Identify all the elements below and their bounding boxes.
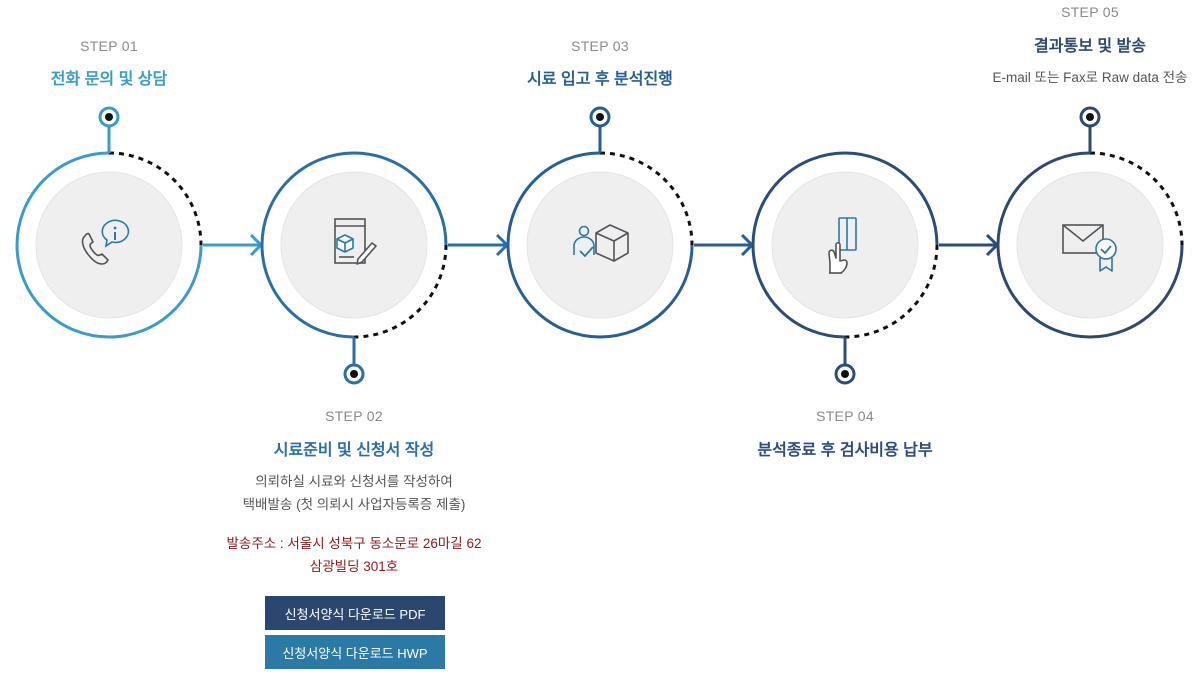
download-form-pdf-button[interactable]: 신청서양식 다운로드 PDF <box>265 596 445 630</box>
step-4-label: STEP 04 <box>816 408 874 424</box>
person-package-icon <box>573 224 629 262</box>
step-2-desc-line-2: 택배발송 (첫 의뢰시 사업자등록증 제출) <box>242 497 466 512</box>
step-5-marker-dot <box>1086 113 1094 121</box>
shipping-address-line-2: 삼광빌딩 301호 <box>309 559 399 574</box>
step-4-marker-dot <box>841 370 849 378</box>
step-1-title: 전화 문의 및 상담 <box>50 71 168 88</box>
step-3-to-4-arrow <box>694 233 755 257</box>
step-5-circle <box>996 106 1184 339</box>
step-4-circle <box>751 151 939 385</box>
step-1-marker-dot <box>105 113 113 121</box>
step-5-desc: E-mail 또는 Fax로 Raw data 전송 <box>992 70 1188 85</box>
step-3-circle <box>506 106 694 339</box>
step-2-title: 시료준비 및 신청서 작성 <box>273 442 435 459</box>
step-1-label: STEP 01 <box>80 38 138 54</box>
shipping-address-line-1: 발송주소 : 서울시 성북구 동소문로 26마길 62 <box>226 536 482 551</box>
step-2-desc-line-1: 의뢰하실 시료와 신청서를 작성하여 <box>255 474 453 489</box>
step-3-inner-disc <box>526 171 674 319</box>
step-4-ring <box>751 151 939 339</box>
hand-card-icon <box>828 217 857 274</box>
step-1-circle <box>15 106 203 339</box>
step-3-title: 시료 입고 후 분석진행 <box>527 71 673 88</box>
step-4-title: 분석종료 후 검사비용 납부 <box>757 442 933 459</box>
step-5-label: STEP 05 <box>1061 4 1119 20</box>
step-3-label: STEP 03 <box>571 38 629 54</box>
step-3-dashed-arc <box>599 151 694 246</box>
mail-certified-icon <box>1062 224 1117 272</box>
step-1-to-2-arrow <box>203 233 264 257</box>
step-1-dashed-arc <box>108 151 203 246</box>
step-1-inner-disc <box>35 171 183 319</box>
download-form-hwp-button[interactable]: 신청서양식 다운로드 HWP <box>265 635 445 669</box>
step-5-ring <box>996 151 1184 339</box>
step-2-label: STEP 02 <box>325 408 383 424</box>
step-3-marker-dot <box>596 113 604 121</box>
step-2-inner-disc <box>280 171 428 319</box>
step-2-to-3-arrow <box>448 233 510 257</box>
step-4-inner-disc <box>771 171 919 319</box>
step-5-dashed-arc <box>1089 151 1184 246</box>
step-2-dashed-arc <box>353 244 448 339</box>
form-package-edit-icon <box>334 218 377 265</box>
phone-info-icon <box>81 219 130 265</box>
step-2-ring <box>260 151 448 339</box>
step-5-inner-disc <box>1016 171 1164 319</box>
step-2-circle <box>260 151 448 385</box>
step-1-ring <box>15 151 203 339</box>
step-3-ring <box>506 151 694 339</box>
step-2-marker-dot <box>350 370 358 378</box>
step-4-dashed-arc <box>844 244 939 339</box>
step-5-title: 결과통보 및 발송 <box>1034 38 1146 55</box>
step-4-to-5-arrow <box>939 233 1000 257</box>
